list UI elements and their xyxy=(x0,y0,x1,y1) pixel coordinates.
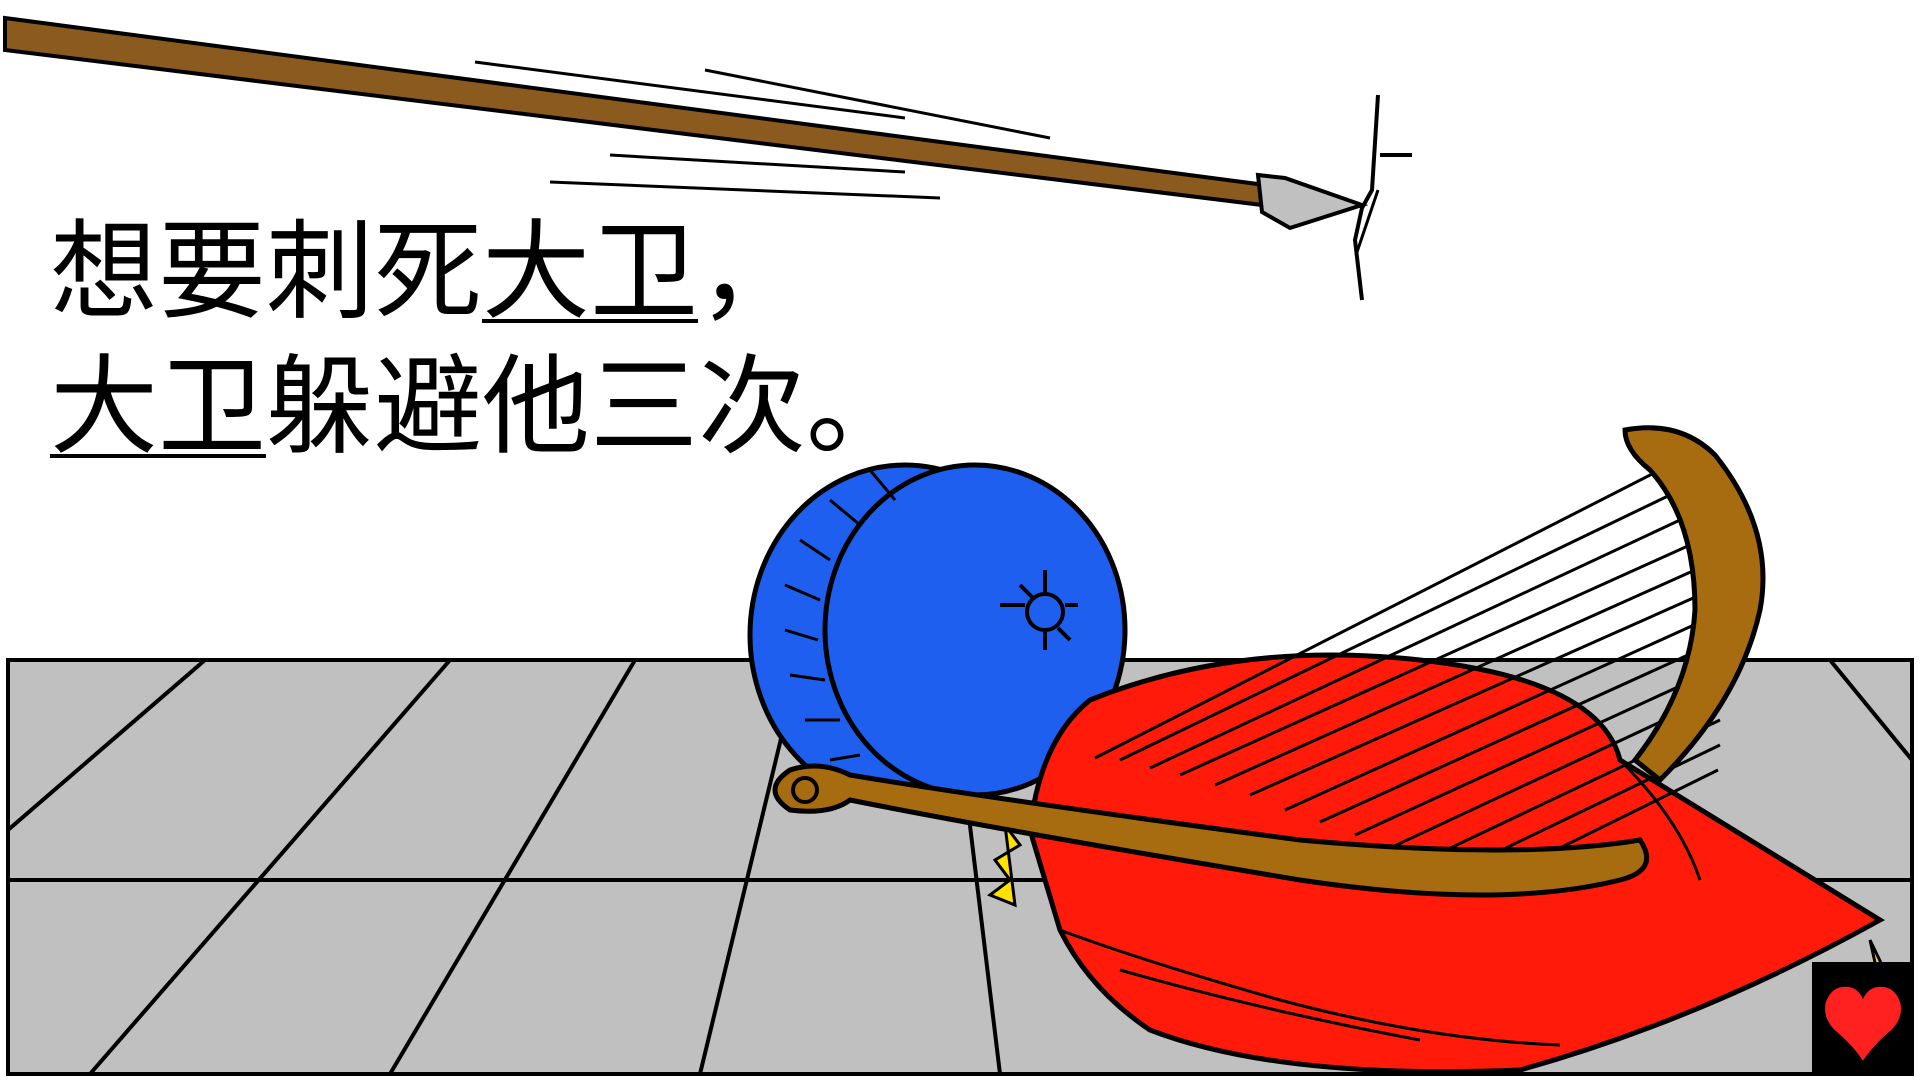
spear xyxy=(2,15,1412,301)
caption-line-2: 大卫躲避他三次。 xyxy=(50,340,914,475)
harp xyxy=(772,425,1766,898)
caption-line-1: 想要刺死大卫， xyxy=(50,205,914,340)
caption-text: 想要刺死 xyxy=(50,210,483,335)
caption: 想要刺死大卫， 大卫躲避他三次。 xyxy=(50,205,914,475)
caption-punctuation: ， xyxy=(698,210,807,335)
name-underlined: 大卫 xyxy=(482,210,699,335)
heart-badge xyxy=(1812,962,1914,1076)
caption-text: 躲避他三次。 xyxy=(266,345,915,470)
shield xyxy=(747,462,1128,808)
name-underlined: 大卫 xyxy=(50,345,267,470)
heart-icon xyxy=(1825,986,1901,1061)
